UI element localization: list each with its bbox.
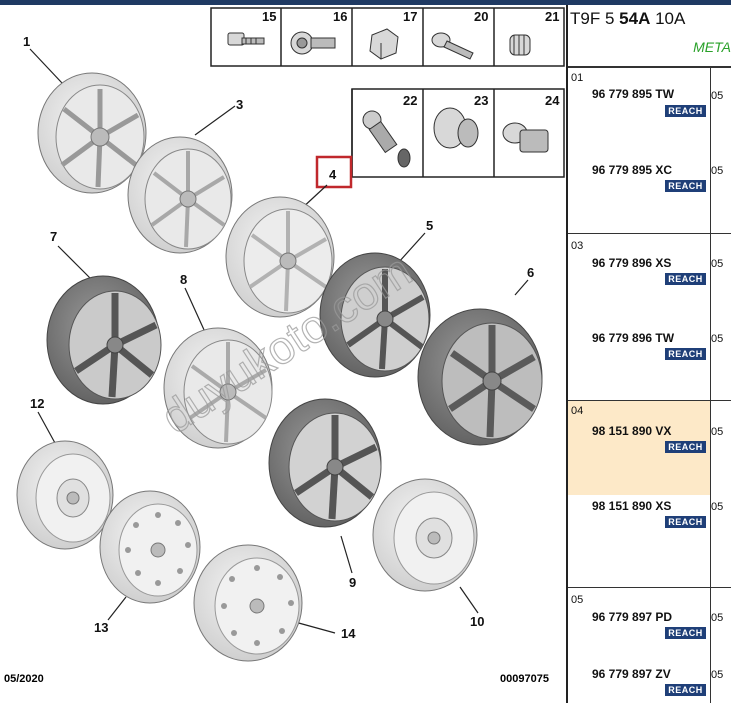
pressure-sensor-icon: [362, 110, 411, 168]
material-label: META: [693, 39, 731, 55]
part-qty: 05: [711, 501, 724, 513]
wheel-4[interactable]: [225, 196, 335, 318]
group-num: 05: [571, 594, 584, 606]
valve-icon: [431, 32, 474, 60]
cell-label-23: 23: [474, 93, 488, 108]
wheel-12[interactable]: [16, 440, 114, 550]
part-qty: 05: [711, 669, 724, 681]
diagram-ref: 00097075: [500, 673, 549, 685]
weight-icon: [433, 107, 479, 149]
reach-badge: REACH: [665, 684, 706, 696]
reach-badge: REACH: [665, 441, 706, 453]
callout-3: 3: [236, 97, 243, 112]
selected-part-box[interactable]: [315, 155, 353, 189]
valve-stem-icon: [502, 122, 549, 153]
callout-7: 7: [50, 229, 57, 244]
cell-label-24: 24: [545, 93, 560, 108]
valve-cap-icon: [509, 34, 531, 56]
bolt-cap-icon: [369, 28, 399, 60]
part-qty: 05: [711, 90, 724, 102]
callout-10: 10: [470, 614, 484, 629]
wheel-9[interactable]: [268, 398, 382, 528]
part-qty: 05: [711, 612, 724, 624]
model-code: T9F 5 54A 10A: [570, 9, 686, 28]
diagram-date: 05/2020: [4, 673, 44, 685]
part-number[interactable]: 96 779 897 PD: [592, 610, 673, 624]
small-parts-grid: [210, 7, 565, 178]
part-qty: 05: [711, 165, 724, 177]
wheel-10[interactable]: [372, 478, 478, 592]
cell-label-21: 21: [545, 9, 559, 24]
part-qty: 05: [711, 258, 724, 270]
wheel-3[interactable]: [127, 136, 233, 254]
cell-label-15: 15: [262, 9, 276, 24]
wheel-8[interactable]: [163, 327, 273, 449]
part-number[interactable]: 96 779 895 TW: [592, 87, 675, 101]
wheel-1[interactable]: [37, 72, 147, 194]
exploded-parts-diagram: 15 16 17 20 21 22 23 24: [4, 7, 565, 685]
reach-badge: REACH: [665, 516, 706, 528]
reach-badge: REACH: [665, 348, 706, 360]
part-number[interactable]: 96 779 896 TW: [592, 331, 675, 345]
locking-bolt-icon: [290, 31, 336, 55]
callout-14: 14: [341, 626, 356, 641]
part-qty: 05: [711, 333, 724, 345]
bolt-icon: [227, 32, 265, 46]
top-bar: [0, 0, 731, 5]
part-number[interactable]: 96 779 897 ZV: [592, 667, 671, 681]
cell-label-16: 16: [333, 9, 347, 24]
part-number[interactable]: 96 779 895 XC: [592, 163, 673, 177]
reach-badge: REACH: [665, 627, 706, 639]
group-num: 01: [571, 72, 584, 84]
part-number[interactable]: 96 779 896 XS: [592, 256, 672, 270]
callout-6: 6: [527, 265, 534, 280]
callout-1: 1: [23, 34, 30, 49]
callout-12: 12: [30, 396, 44, 411]
part-number[interactable]: 98 151 890 VX: [592, 424, 672, 438]
group-num: 03: [571, 240, 584, 252]
qty-column-line: [710, 68, 711, 703]
parts-panel: T9F 5 54A 10A META 01 96 779 895 TW REAC…: [568, 5, 731, 703]
wheel-14[interactable]: [193, 544, 303, 662]
wheel-7[interactable]: [46, 275, 162, 405]
callout-9: 9: [349, 575, 356, 590]
callout-4[interactable]: 4: [329, 167, 337, 182]
callout-5: 5: [426, 218, 433, 233]
callout-8: 8: [180, 272, 187, 287]
cell-label-22: 22: [403, 93, 417, 108]
part-qty: 05: [711, 426, 724, 438]
reach-badge: REACH: [665, 273, 706, 285]
group-num: 04: [571, 405, 584, 417]
wheel-6[interactable]: [417, 308, 543, 446]
cell-label-20: 20: [474, 9, 488, 24]
callout-13: 13: [94, 620, 108, 635]
reach-badge: REACH: [665, 105, 706, 117]
part-number[interactable]: 98 151 890 XS: [592, 499, 672, 513]
wheel-13[interactable]: [99, 490, 201, 604]
panel-divider: [566, 5, 568, 703]
wheel-5[interactable]: [319, 252, 431, 378]
cell-label-17: 17: [403, 9, 417, 24]
reach-badge: REACH: [665, 180, 706, 192]
